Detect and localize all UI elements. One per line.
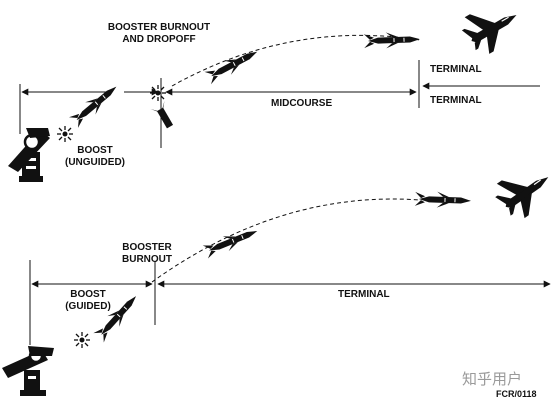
top-boost-label: BOOST (UNGUIDED) [60,145,130,169]
top-midcourse-label: MIDCOURSE [271,98,333,109]
bottom-booster-burnout-label: BOOSTER BURNOUT [114,242,180,266]
top-booster-burnout-line1: BOOSTER BURNOUT [107,22,211,33]
top-boost-missile-icon [67,79,123,130]
top-burnout-burst-icon [149,84,167,102]
top-midcourse-missile-icon [203,44,262,86]
top-target-aircraft-icon [456,0,528,61]
bottom-boost-line2: (GUIDED) [65,301,111,312]
bottom-booster-burnout-line2: BURNOUT [122,254,172,265]
bottom-target-aircraft-icon [488,156,556,226]
bottom-launcher-icon [2,346,54,396]
bottom-flight-path [151,198,421,283]
top-flight-path [171,34,421,87]
top-booster-burnout-line2: AND DROPOFF [122,34,196,45]
bottom-terminal-missile-icon [414,190,472,210]
top-scenario [8,0,540,182]
top-terminal-missile-icon [363,30,421,50]
top-terminal-label-lower: TERMINAL [430,95,482,106]
bottom-terminal-label: TERMINAL [338,289,390,300]
bottom-boost-label: BOOST (GUIDED) [58,289,118,313]
bottom-midcourse-missile-icon [201,223,261,260]
figure-code-label: FCR/0118 [496,389,537,399]
top-dropped-booster-icon [150,101,174,129]
top-launch-flash-icon [56,125,74,143]
top-boost-line2: (UNGUIDED) [65,157,125,168]
bottom-boost-line1: BOOST [70,289,106,300]
watermark-text: 知乎用户 [462,370,523,388]
top-terminal-label-upper: TERMINAL [430,64,482,75]
bottom-scenario [2,156,556,396]
top-boost-line1: BOOST [77,145,113,156]
top-booster-burnout-label: BOOSTER BURNOUT AND DROPOFF [98,22,220,46]
bottom-booster-burnout-line1: BOOSTER [122,242,172,253]
bottom-launch-flash-icon [73,331,91,349]
top-launcher-icon [8,128,50,182]
